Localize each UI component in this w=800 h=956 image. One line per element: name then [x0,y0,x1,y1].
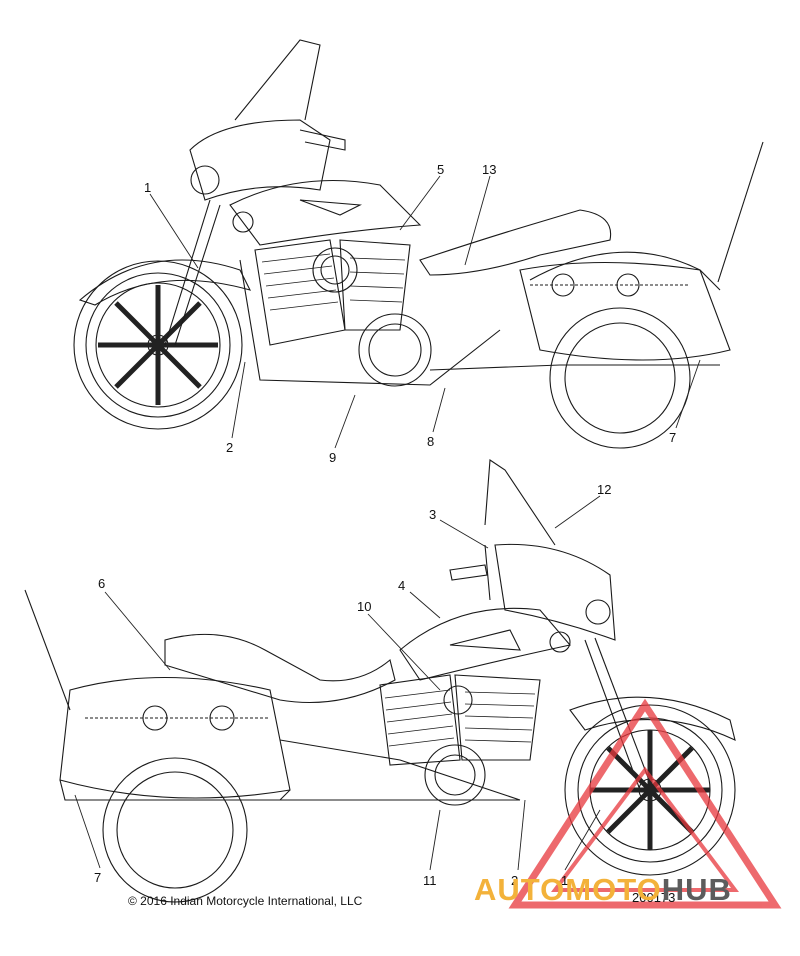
windshield-bottom [484,459,556,546]
front-wheel-top [73,260,243,430]
saddlebag-bottom [59,677,291,799]
watermark-word-a: AUTOMOTO [474,872,662,907]
engine-top [254,239,432,387]
callout-7-bottom: 7 [94,870,101,885]
engine-bottom [379,674,541,806]
motorcycle-right-view [73,39,764,449]
antenna-bottom [24,589,71,711]
windshield-top [234,39,321,121]
callout-13-top: 13 [482,162,496,177]
leader-lines-top [149,175,701,449]
fuel-tank-top [229,179,422,246]
part-number: 200173 [632,890,676,905]
callout-5-top: 5 [437,162,444,177]
callout-6-bottom: 6 [98,576,105,591]
callout-11-bottom: 11 [423,873,437,888]
watermark-triangle [508,698,782,909]
callout-4-bottom: 4 [398,578,405,593]
callout-12-bottom: 12 [597,482,611,497]
fuel-tank-bottom [399,607,572,681]
watermark-logo: AUTOMOTOHUB [474,872,732,908]
callout-1-bottom: 1 [561,873,568,888]
callout-10-bottom: 10 [357,599,371,614]
callout-7-top: 7 [669,430,676,445]
leader-lines-bottom [74,495,601,871]
seat-bottom [164,633,396,704]
antenna-top [717,141,764,283]
seat-top [419,209,612,276]
callout-1-top: 1 [144,180,151,195]
callout-2-top: 2 [226,440,233,455]
callout-9-top: 9 [329,450,336,465]
callouts-bottom: 3 12 6 4 10 7 11 2 1 [94,482,611,888]
callout-3-bottom: 3 [429,507,436,522]
copyright-notice: © 2016 Indian Motorcycle International, … [128,894,363,908]
callouts-top: 1 5 13 2 9 8 7 [144,162,676,465]
motorcycle-left-view [24,459,736,903]
callout-8-top: 8 [427,434,434,449]
watermark-word-b: HUB [661,872,732,907]
callout-2-bottom: 2 [511,873,518,888]
saddlebag-top [519,261,731,361]
